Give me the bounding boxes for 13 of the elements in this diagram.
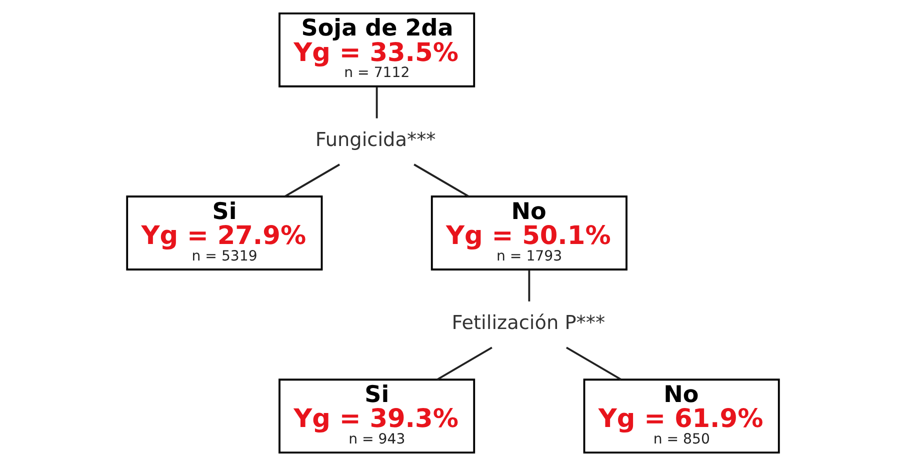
node-box: Soja de 2da Yg = 33.5% n = 7112: [278, 12, 476, 88]
connector: [528, 270, 530, 302]
connector: [414, 164, 470, 198]
connector: [284, 164, 340, 198]
connector: [566, 346, 622, 380]
node-box: No Yg = 50.1% n = 1793: [430, 196, 628, 270]
node-text: Fetilización P***: [452, 311, 606, 334]
node-box: No Yg = 61.9% n = 850: [583, 378, 780, 454]
node-text: Fungicida***: [315, 128, 436, 151]
node-box: Si Yg = 39.3% n = 943: [278, 378, 476, 454]
node-box: Si Yg = 27.9% n = 5319: [126, 196, 323, 270]
connector: [376, 86, 378, 118]
connector: [436, 346, 492, 380]
